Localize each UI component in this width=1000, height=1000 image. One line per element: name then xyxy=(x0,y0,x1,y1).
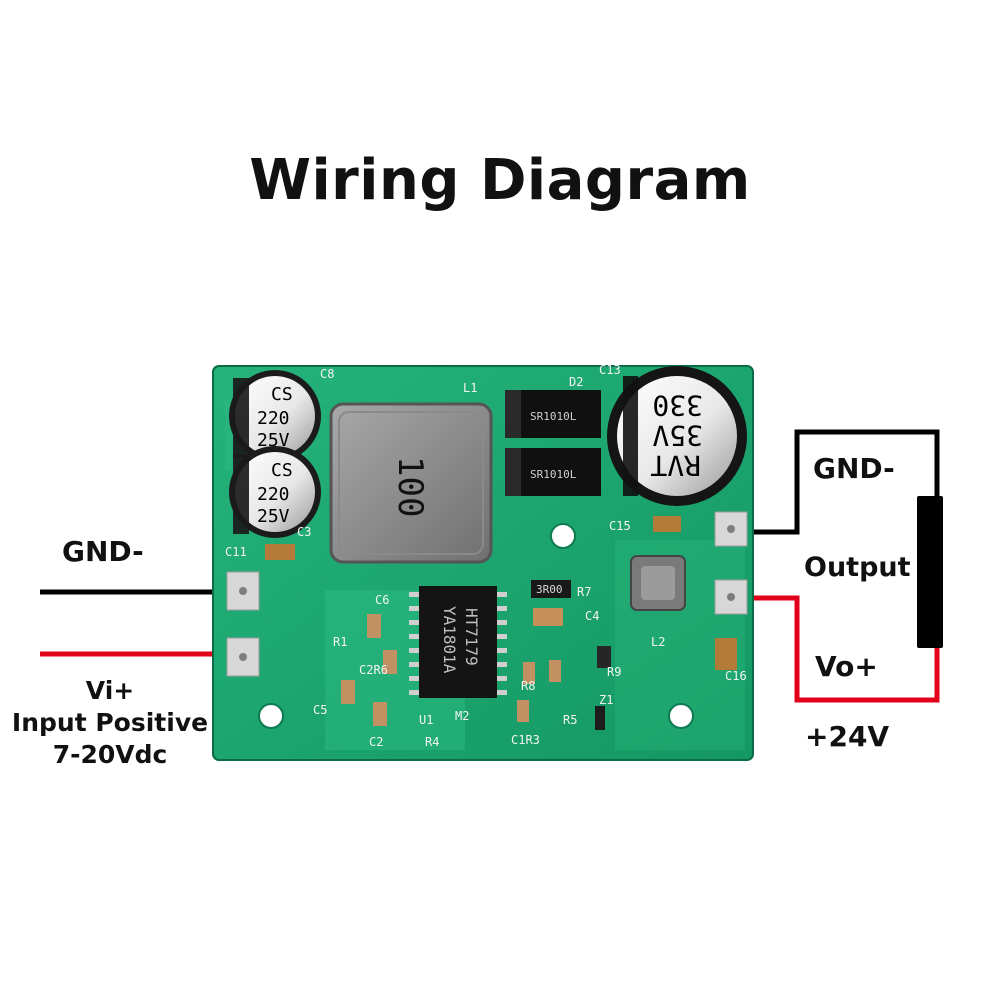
input-description: Input Positive xyxy=(11,708,209,737)
label-c15: C15 xyxy=(609,519,631,533)
input-vi-label: Vi+ xyxy=(85,676,135,705)
cap-small-1-mid: 220 xyxy=(257,408,290,429)
output-inductor xyxy=(630,555,686,611)
main-inductor: 100 xyxy=(329,402,493,564)
page-title: Wiring Diagram xyxy=(249,148,751,213)
label-r1: R1 xyxy=(333,635,347,649)
label-c6: C6 xyxy=(375,593,389,607)
output-gnd-pad-hole xyxy=(727,525,735,533)
cap-small-2-bot: 25V xyxy=(257,506,290,527)
label-c2: C2 xyxy=(369,735,383,749)
output-gnd-label: GND- xyxy=(813,452,895,485)
silkscreen-labels: C8 L1 C13 D2 C11 C3 C15 C6 R7 C4 R1 C2R6… xyxy=(225,363,747,749)
label-l1: L1 xyxy=(463,381,477,395)
cap-small-2-mid: 220 xyxy=(257,484,290,505)
main-ic: HT7179 YA1801A xyxy=(409,586,507,698)
label-r8: R8 xyxy=(521,679,535,693)
output-voltage-label: +24V xyxy=(805,720,890,753)
label-c1r3: C1R3 xyxy=(511,733,540,747)
mounting-hole-right xyxy=(668,703,694,729)
label-c5: C5 xyxy=(313,703,327,717)
diode-bottom-marking: SR1010L xyxy=(530,468,577,481)
output-vo-wire xyxy=(748,595,940,703)
input-gnd-pad-hole xyxy=(239,587,247,595)
label-z1: Z1 xyxy=(599,693,613,707)
smd-parts xyxy=(265,516,737,730)
mounting-hole-left xyxy=(258,703,284,729)
label-c8: C8 xyxy=(320,367,334,381)
cap-small-1-top: CS xyxy=(271,384,293,405)
label-u1: U1 xyxy=(419,713,433,727)
output-gnd-wire xyxy=(748,429,940,535)
input-label-block: Vi+ Input Positive 7-20Vdc xyxy=(0,675,220,771)
input-voltage-range: 7-20Vdc xyxy=(52,740,168,769)
pcb-board: CS 220 25V CS 220 25V RVT 35V 330 xyxy=(205,360,760,765)
resistor-marking: 3R00 xyxy=(536,583,563,596)
cap-large-mid: 35V xyxy=(652,419,703,452)
output-vo-label: Vo+ xyxy=(815,650,878,683)
ic-marking-1: HT7179 xyxy=(462,608,481,666)
resistor-3r00: 3R00 xyxy=(531,580,571,598)
label-c11: C11 xyxy=(225,545,247,559)
label-r4: R4 xyxy=(425,735,439,749)
label-c2r6: C2R6 xyxy=(359,663,388,677)
cap-small-2: CS 220 25V xyxy=(229,446,321,538)
input-gnd-label: GND- xyxy=(62,535,144,568)
diode-top: SR1010L xyxy=(505,390,601,438)
output-vo-pad-hole xyxy=(727,593,735,601)
cap-small-1: CS 220 25V xyxy=(229,370,321,462)
label-r9: R9 xyxy=(607,665,621,679)
label-m2: M2 xyxy=(455,709,469,723)
label-c3: C3 xyxy=(297,525,311,539)
inductor-marking: 100 xyxy=(390,456,430,517)
label-l2: L2 xyxy=(651,635,665,649)
label-c13: C13 xyxy=(599,363,621,377)
cap-large-bot: 330 xyxy=(652,389,703,422)
mounting-hole-mid xyxy=(550,523,576,549)
cap-small-2-top: CS xyxy=(271,460,293,481)
output-label: Output xyxy=(804,552,911,583)
label-d2: D2 xyxy=(569,375,583,389)
label-c16: C16 xyxy=(725,669,747,683)
cap-small-1-bot: 25V xyxy=(257,430,290,451)
label-r5: R5 xyxy=(563,713,577,727)
input-vi-pad-hole xyxy=(239,653,247,661)
cap-large: RVT 35V 330 xyxy=(607,366,747,506)
label-r7: R7 xyxy=(577,585,591,599)
cap-large-top: RVT xyxy=(650,449,701,482)
pcb-svg: CS 220 25V CS 220 25V RVT 35V 330 xyxy=(212,363,754,761)
ic-marking-2: YA1801A xyxy=(440,606,459,674)
label-c4: C4 xyxy=(585,609,599,623)
output-load-block xyxy=(917,496,943,648)
diode-bottom: SR1010L xyxy=(505,448,601,496)
diode-top-marking: SR1010L xyxy=(530,410,577,423)
